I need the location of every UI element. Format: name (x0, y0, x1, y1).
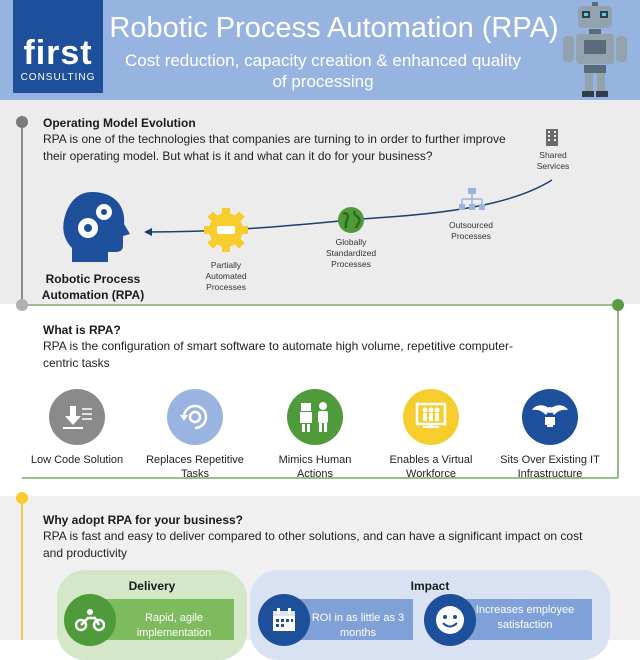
calendar-icon (273, 608, 295, 631)
feature-label-repetitive: Replaces Repetitive Tasks (146, 454, 244, 480)
section2-body: RPA is the configuration of smart softwa… (43, 339, 514, 370)
robot-icon (563, 2, 627, 97)
download-list-icon (63, 406, 92, 429)
timeline-dot-2 (16, 299, 28, 311)
impact-icon-circle-1 (258, 594, 310, 646)
rpa-head-icon (63, 192, 130, 262)
section3-heading: Why adopt RPA for your business? (43, 513, 244, 527)
header-banner: first CONSULTING Robotic Process Automat… (0, 0, 640, 100)
timeline-connectors (21, 122, 619, 640)
feature-label-workforce: Enables a Virtual Workforce (389, 454, 473, 480)
org-chart-icon (459, 188, 485, 210)
feature-circle-workforce (403, 389, 459, 445)
smiley-icon (436, 606, 464, 634)
delivery-item-text: Rapid, agile implementation (136, 612, 212, 639)
feature-circle-mimics (287, 389, 343, 445)
logo-subtitle: CONSULTING (20, 72, 96, 83)
impact-title: Impact (410, 579, 450, 593)
page-title: Robotic Process Automation (RPA) (109, 12, 559, 44)
refresh-gear-icon (180, 404, 208, 430)
feature-circle-infrastructure (522, 389, 578, 445)
stage-label-outsourced: Outsourced Processes (449, 220, 493, 241)
robot-human-icon (300, 402, 328, 432)
feature-label-low-code: Low Code Solution (30, 454, 124, 466)
impact-item-box-2 (458, 599, 592, 640)
feature-label-infrastructure: Sits Over Existing IT Infrastructure (500, 454, 600, 480)
timeline-dot-3 (612, 299, 624, 311)
globe-icon (338, 207, 364, 233)
page-subtitle: Cost reduction, capacity creation & enha… (125, 51, 521, 91)
motorbike-icon (75, 609, 105, 632)
feature-circle-repetitive (167, 389, 223, 445)
eagle-icon (532, 405, 568, 427)
feature-label-mimics: Mimics Human Actions (278, 454, 352, 480)
impact-item-text-1: ROI in as little as 3 months (311, 612, 405, 639)
gear-icon (204, 208, 248, 252)
timeline-dot-4 (16, 492, 28, 504)
logo-word: first (23, 34, 93, 72)
rpa-label: Robotic Process Automation (RPA) (41, 272, 145, 302)
impact-item-text-2: Increases employee satisfaction (475, 604, 575, 631)
stage-label-partially-automated: Partially Automated Processes (205, 260, 247, 292)
workforce-icon (415, 402, 447, 428)
section1-heading: Operating Model Evolution (43, 116, 196, 130)
building-icon (546, 129, 558, 146)
section1-body: RPA is one of the technologies that comp… (43, 132, 506, 163)
impact-icon-circle-2 (424, 594, 476, 646)
delivery-icon-circle (64, 594, 116, 646)
section2-heading: What is RPA? (43, 323, 121, 337)
feature-circle-low-code (49, 389, 105, 445)
timeline-dot-1 (16, 116, 28, 128)
section3-body: RPA is fast and easy to deliver compared… (43, 529, 583, 560)
stage-label-globally-standardized: Globally Standardized Processes (325, 237, 377, 269)
stage-label-shared-services: Shared Services (536, 150, 570, 171)
delivery-title: Delivery (128, 579, 176, 593)
first-consulting-logo: first CONSULTING (13, 0, 103, 93)
